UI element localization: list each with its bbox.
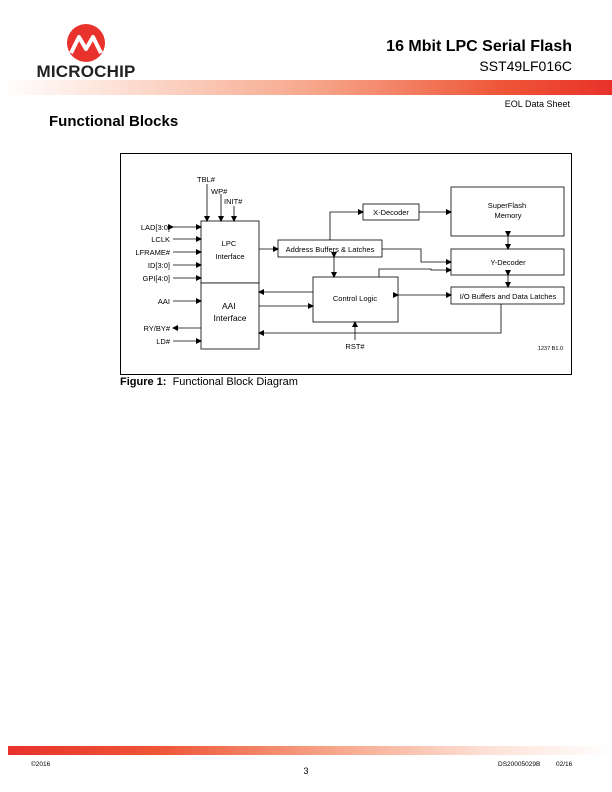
doc-type-label: EOL Data Sheet [504, 99, 570, 109]
y-decoder-label: Y-Decoder [490, 258, 526, 267]
superflash-label-1: SuperFlash [488, 201, 526, 210]
aai-label-1: AAI [222, 301, 236, 311]
figure-caption: Figure 1: Functional Block Diagram [120, 376, 298, 388]
signal-ryby: RY/BY# [143, 324, 170, 333]
signal-wp: WP# [211, 187, 228, 196]
x-decoder-label: X-Decoder [373, 208, 409, 217]
signal-lframe: LFRAME# [135, 248, 170, 257]
diagram-canvas: LAD[3:0] LCLK LFRAME# ID[3:0] GPI[4:0] A… [135, 175, 565, 352]
logo-wordmark: MICROCHIP [36, 62, 136, 81]
footer-bar [8, 746, 612, 755]
part-number: SST49LF016C [479, 58, 572, 74]
addr-to-ydec-line [382, 248, 452, 265]
caption-label: Figure 1: [120, 376, 167, 388]
document-title: 16 Mbit LPC Serial Flash [386, 38, 572, 55]
lpc-label-1: LPC [222, 239, 237, 248]
signal-id: ID[3:0] [148, 261, 170, 270]
addr-to-xdec-line [329, 209, 364, 240]
control-logic-label: Control Logic [333, 294, 377, 303]
signal-init: INIT# [224, 197, 243, 206]
signal-ld: LD# [156, 337, 171, 346]
page-number: 3 [303, 766, 309, 776]
aai-interface-block [200, 282, 260, 350]
lpc-interface-block [200, 220, 260, 284]
signal-aai: AAI [158, 297, 170, 306]
footer-date: 02/16 [556, 761, 573, 768]
superflash-label-2: Memory [494, 211, 521, 220]
aai-interface-label: AAI Interface [213, 301, 246, 323]
signal-gpi: GPI[4:0] [142, 274, 170, 283]
microchip-logo-icon [67, 24, 105, 62]
footer-doc-number: DS20005029B [498, 761, 541, 768]
signal-tbl: TBL# [197, 175, 216, 184]
superflash-block [450, 186, 565, 237]
signal-lad: LAD[3:0] [141, 223, 170, 232]
control-to-ydec-line [378, 267, 452, 277]
aai-label-2: Interface [213, 313, 246, 323]
caption-text: Functional Block Diagram [172, 376, 298, 388]
signal-lclk: LCLK [151, 235, 170, 244]
address-buffers-label: Address Buffers & Latches [286, 245, 375, 254]
microchip-logo: MICROCHIP [31, 23, 141, 83]
functional-block-diagram: LAD[3:0] LCLK LFRAME# ID[3:0] GPI[4:0] A… [120, 153, 572, 375]
footer-copyright: ©2016 [31, 761, 51, 768]
lpc-label-2: Interface [215, 252, 244, 261]
figure-code: 1237 B1.0 [538, 346, 563, 352]
header-bar [0, 80, 612, 95]
superflash-label: SuperFlash Memory [488, 201, 528, 220]
section-heading: Functional Blocks [49, 113, 179, 130]
io-buffers-label: I/O Buffers and Data Latches [460, 292, 557, 301]
lpc-interface-label: LPC Interface [215, 239, 244, 261]
io-to-aai-line [258, 304, 502, 336]
rst-label: RST# [345, 342, 365, 351]
